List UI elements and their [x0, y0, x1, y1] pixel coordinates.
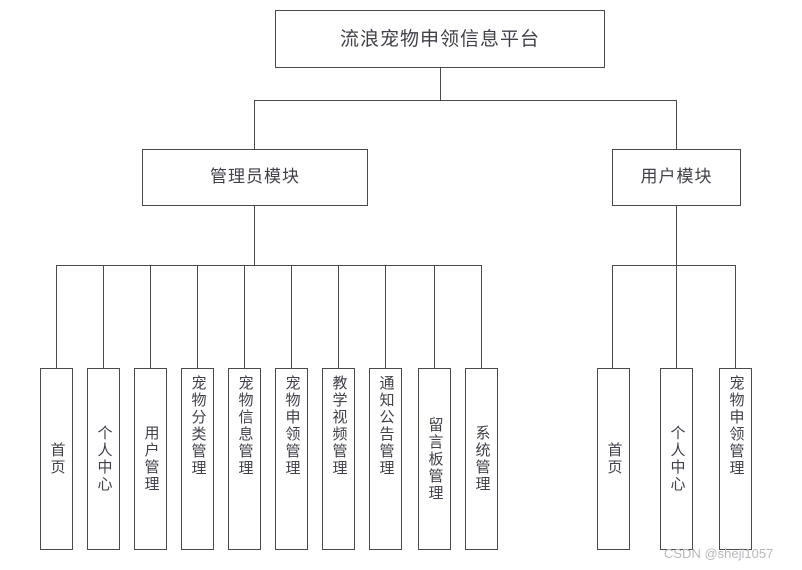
node-user-leaf-2-label: 个人中心 — [668, 425, 687, 493]
node-admin-leaf-7: 教学视频管理 — [322, 368, 355, 550]
node-admin-leaf-2: 个人中心 — [87, 368, 120, 550]
connector-user-leaf-drop-3 — [735, 265, 736, 368]
node-admin-leaf-6: 宠物申领管理 — [275, 368, 308, 550]
node-admin-leaf-9-label: 留言板管理 — [426, 416, 445, 502]
node-admin-leaf-4-label: 宠物分类管理 — [189, 375, 208, 477]
node-platform-root: 流浪宠物申领信息平台 — [275, 10, 605, 68]
node-admin-leaf-3-label: 用户管理 — [142, 425, 161, 493]
connector-admin-leaf-drop-2 — [103, 265, 104, 368]
connector-admin-drop — [254, 100, 255, 149]
connector-level2-bus — [254, 100, 677, 101]
node-user-leaf-1: 首页 — [597, 368, 630, 550]
node-admin-leaf-3: 用户管理 — [134, 368, 167, 550]
node-user-leaf-2: 个人中心 — [660, 368, 693, 550]
connector-admin-leaf-drop-8 — [385, 265, 386, 368]
connector-admin-leaf-drop-3 — [150, 265, 151, 368]
connector-user-drop — [676, 100, 677, 149]
node-admin-leaf-2-label: 个人中心 — [95, 425, 114, 493]
node-admin-leaf-5: 宠物信息管理 — [228, 368, 261, 550]
node-platform-root-label: 流浪宠物申领信息平台 — [339, 27, 540, 50]
node-user-module-label: 用户模块 — [640, 167, 713, 188]
node-admin-leaf-10-label: 系统管理 — [473, 425, 492, 493]
connector-admin-leaf-drop-10 — [481, 265, 482, 368]
node-admin-leaf-10: 系统管理 — [465, 368, 498, 550]
connector-admin-leaf-drop-9 — [434, 265, 435, 368]
connector-user-stem — [676, 206, 677, 265]
node-admin-leaf-1: 首页 — [40, 368, 73, 550]
node-user-leaf-3: 宠物申领管理 — [719, 368, 752, 550]
node-admin-module: 管理员模块 — [142, 149, 368, 206]
node-admin-leaf-8-label: 通知公告管理 — [377, 375, 396, 477]
connector-user-leaf-bus — [612, 265, 736, 266]
node-admin-module-label: 管理员模块 — [210, 167, 300, 188]
node-admin-leaf-4: 宠物分类管理 — [181, 368, 214, 550]
csdn-watermark: CSDN @sheji1057 — [664, 546, 774, 561]
node-admin-leaf-9: 留言板管理 — [418, 368, 451, 550]
connector-root-stem — [440, 68, 441, 100]
node-user-leaf-1-label: 首页 — [605, 442, 624, 476]
connector-user-leaf-drop-2 — [676, 265, 677, 368]
node-user-module: 用户模块 — [612, 149, 741, 206]
node-admin-leaf-1-label: 首页 — [48, 442, 67, 476]
node-admin-leaf-5-label: 宠物信息管理 — [236, 375, 255, 477]
connector-admin-leaf-drop-6 — [291, 265, 292, 368]
connector-admin-leaf-drop-5 — [244, 265, 245, 368]
connector-admin-leaf-drop-1 — [56, 265, 57, 368]
connector-admin-leaf-bus — [56, 265, 482, 266]
connector-user-leaf-drop-1 — [612, 265, 613, 368]
connector-admin-leaf-drop-4 — [197, 265, 198, 368]
node-admin-leaf-8: 通知公告管理 — [369, 368, 402, 550]
connector-admin-stem — [254, 206, 255, 265]
connector-admin-leaf-drop-7 — [338, 265, 339, 368]
node-user-leaf-3-label: 宠物申领管理 — [727, 375, 746, 477]
node-admin-leaf-7-label: 教学视频管理 — [330, 375, 349, 477]
node-admin-leaf-6-label: 宠物申领管理 — [283, 375, 302, 477]
